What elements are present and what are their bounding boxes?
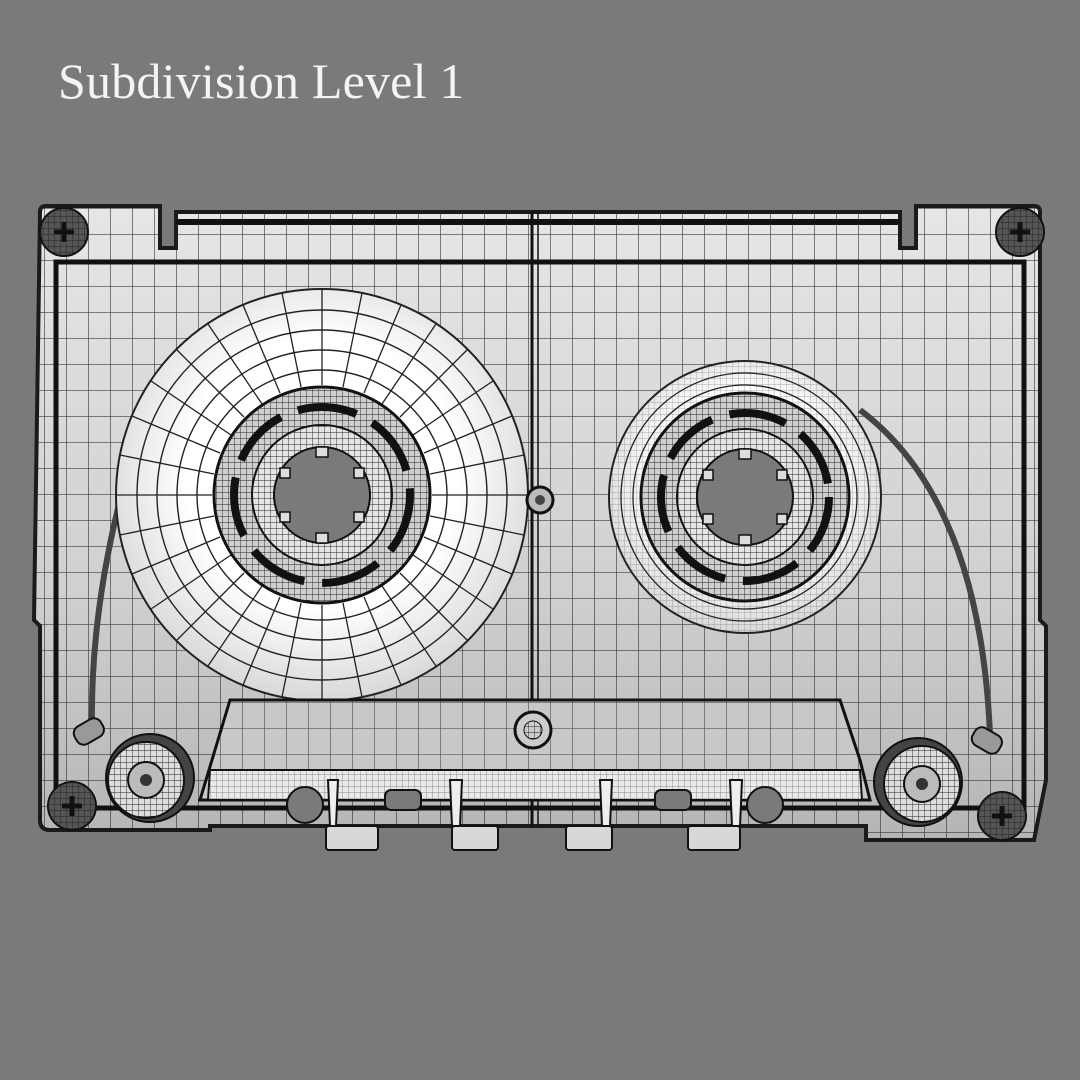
roller-left	[105, 733, 195, 823]
bottom-tabs	[325, 825, 741, 851]
guide-pins	[72, 717, 1003, 755]
roller-right	[873, 737, 963, 827]
screw-top-left	[39, 207, 89, 257]
center-screw	[525, 485, 555, 515]
head-window	[197, 698, 872, 827]
tape-strip	[88, 407, 993, 736]
right-reel	[608, 360, 882, 634]
screw-top-right	[995, 207, 1045, 257]
screw-bottom-right	[977, 791, 1027, 841]
screw-bottom-left	[47, 781, 97, 831]
rollers	[105, 733, 963, 827]
corner-screws	[39, 207, 1045, 841]
subdivision-level-caption: Subdivision Level 1	[58, 53, 465, 109]
left-reel	[115, 288, 529, 702]
